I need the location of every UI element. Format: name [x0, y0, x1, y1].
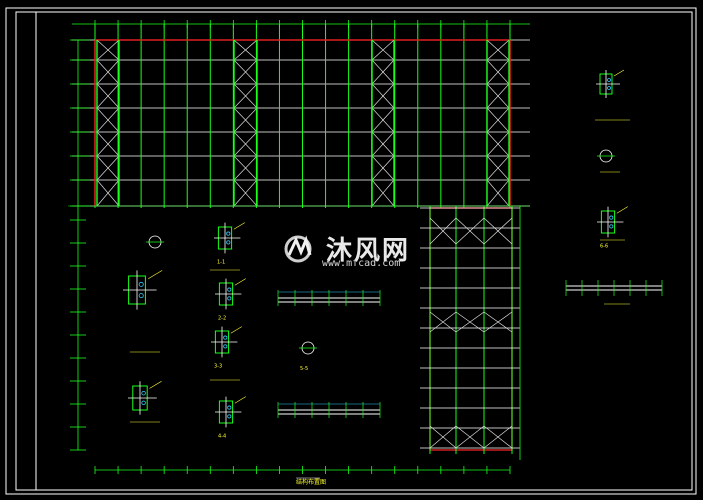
detail-bolt [609, 215, 614, 220]
detail-leader [234, 278, 246, 286]
detail-leader [616, 206, 628, 214]
x-brace [371, 155, 395, 181]
detail-bolt [609, 224, 614, 229]
detail-sketch: 4-4 [215, 396, 246, 440]
side-details [130, 119, 630, 423]
detail-bolt [223, 335, 228, 340]
detail-bolt [223, 344, 228, 349]
connection-details: 1-1 2-2 3-3 4-4 6-6 5-5 [123, 69, 663, 440]
detail-bolt [141, 400, 146, 405]
detail-leader [230, 326, 242, 334]
detail-bolt [226, 240, 231, 245]
detail-label: 2-2 [218, 316, 226, 322]
detail-sketch [596, 69, 625, 98]
detail-bolt [607, 78, 611, 82]
right-x-brace [455, 311, 485, 333]
detail-bolt [227, 287, 232, 292]
x-brace [96, 179, 120, 207]
x-brace [486, 83, 510, 109]
x-brace [96, 39, 120, 61]
detail-label: 4-4 [218, 434, 226, 440]
top-plan-grid [68, 20, 530, 450]
detail-bolt [227, 414, 232, 419]
x-brace [96, 83, 120, 109]
detail-sketch: 3-3 [211, 326, 242, 370]
x-brace [96, 131, 120, 157]
detail-label: 6-6 [600, 244, 608, 250]
right-x-brace [455, 217, 485, 245]
detail-bolt [227, 296, 232, 301]
right-x-brace [429, 311, 457, 333]
x-brace [96, 59, 120, 85]
detail-leader [233, 222, 245, 230]
detail-bolt [138, 281, 144, 287]
right-plan-grid [420, 206, 521, 460]
watermark-url: www.mfcad.com [322, 258, 401, 269]
watermark-brand: 沐风网 [326, 236, 411, 266]
dimension-ticks [70, 219, 511, 479]
x-brace [371, 107, 395, 133]
detail-label: 1-1 [217, 260, 225, 266]
x-brace [96, 155, 120, 181]
right-x-brace [429, 425, 457, 449]
x-brace [233, 39, 258, 61]
x-brace [233, 131, 258, 157]
detail-leader [148, 270, 163, 280]
detail-bolt [138, 293, 144, 299]
right-x-brace [483, 311, 513, 333]
x-brace [233, 59, 258, 85]
right-plan-outline [429, 207, 513, 451]
x-brace [371, 39, 395, 61]
detail-bolt [141, 391, 146, 396]
right-x-brace [455, 425, 485, 449]
detail-sketch: 1-1 [214, 222, 245, 266]
detail-sketch: 6-6 [597, 206, 628, 250]
x-brace [233, 83, 258, 109]
x-brace [371, 179, 395, 207]
detail-label: 3-3 [214, 364, 222, 370]
x-brace [96, 107, 120, 133]
x-brace [233, 155, 258, 181]
detail-leader [613, 69, 625, 77]
plan-title-label: 结构布置图 [296, 478, 326, 486]
detail-label: 5-5 [300, 366, 308, 372]
right-x-brace [429, 217, 457, 245]
x-brace [371, 131, 395, 157]
x-brace [371, 83, 395, 109]
drawing-frame [5, 7, 697, 495]
detail-bolt [226, 231, 231, 236]
detail-sketch: 2-2 [215, 278, 246, 322]
x-brace [486, 107, 510, 133]
x-brace [486, 39, 510, 61]
detail-sketch [128, 380, 162, 415]
x-brace [371, 59, 395, 85]
watermark-logo-icon [284, 235, 312, 263]
right-x-brace [483, 425, 513, 449]
x-brace [486, 131, 510, 157]
detail-leader [149, 380, 162, 389]
detail-leader [234, 396, 246, 404]
right-x-brace [483, 217, 513, 245]
x-brace [233, 179, 258, 207]
detail-bolt [607, 86, 611, 90]
detail-sketch [123, 270, 163, 310]
x-brace [486, 155, 510, 181]
detail-bolt [227, 405, 232, 410]
x-brace [233, 107, 258, 133]
x-brace [486, 179, 510, 207]
x-brace [486, 59, 510, 85]
